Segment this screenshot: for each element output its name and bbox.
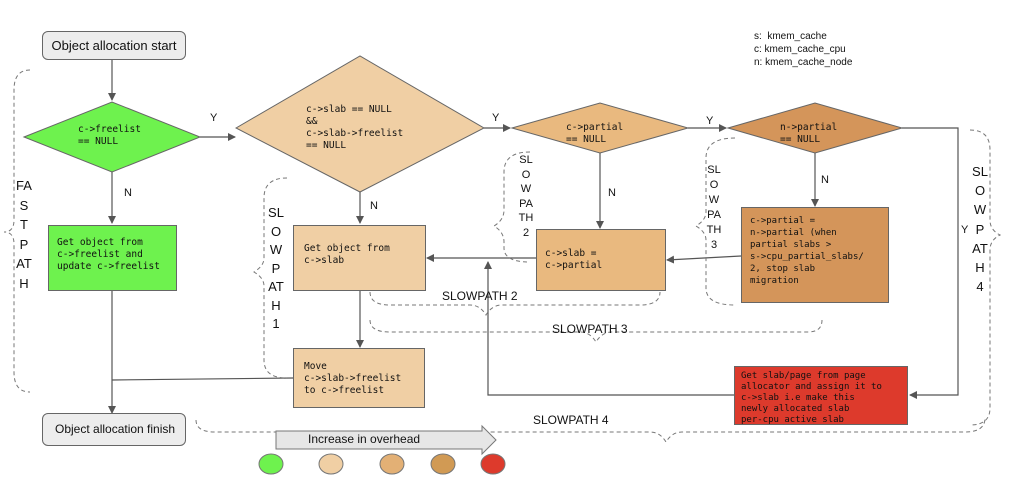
edge-n-partial-yes bbox=[902, 127, 959, 399]
slowpath3-vertical-label: SLOWPATH3 bbox=[706, 164, 722, 251]
legend-s: s: kmem_cache bbox=[754, 31, 827, 42]
overhead-circle-5 bbox=[480, 453, 506, 475]
overhead-circle-4 bbox=[430, 453, 456, 475]
overhead-circle-1 bbox=[258, 453, 284, 475]
legend-n: n: kmem_cache_node bbox=[754, 57, 853, 68]
move-freelist-box: Move c->slab->freelist to c->freelist bbox=[293, 348, 425, 408]
slab-eq-partial-box: c->slab = c->partial bbox=[536, 229, 666, 291]
no-label-1: N bbox=[124, 187, 132, 199]
yes-label-3: Y bbox=[706, 115, 714, 127]
page-alloc-box: Get slab/page from page allocator and as… bbox=[734, 366, 908, 425]
c-partial-check-label: c->partial == NULL bbox=[566, 122, 624, 145]
yes-label-2: Y bbox=[492, 112, 500, 124]
overhead-circle-3 bbox=[379, 453, 405, 475]
fastpath-label: FASTPATH bbox=[16, 178, 32, 291]
no-label-2: N bbox=[370, 200, 378, 212]
c-partial-eq-n-box: c->partial = n->partial (when partial sl… bbox=[741, 207, 889, 303]
get-from-slab-box: Get object from c->slab bbox=[293, 225, 426, 291]
yes-label-1: Y bbox=[210, 112, 218, 124]
slowpath4-vertical-label: SLOWPATH4 bbox=[972, 164, 988, 295]
slowpath3-h-brace bbox=[369, 319, 823, 343]
n-partial-check-label: n->partial == NULL bbox=[780, 122, 838, 145]
slowpath1-brace bbox=[253, 177, 288, 379]
slowpath1-label: SLOWPATH1 bbox=[268, 205, 284, 331]
slowpath3-label: SLOWPATH 3 bbox=[552, 322, 628, 336]
edge-cpartial-to-cslab bbox=[666, 255, 742, 264]
overhead-arrow bbox=[275, 424, 497, 456]
overhead-circle-2 bbox=[318, 453, 344, 475]
fastpath-brace bbox=[3, 69, 31, 393]
slowpath3-v-brace bbox=[695, 137, 736, 306]
freelist-check-label: c->freelist == NULL bbox=[78, 124, 141, 147]
legend-c: c: kmem_cache_cpu bbox=[754, 44, 846, 55]
no-label-4: N bbox=[821, 174, 829, 186]
fast-get-box: Get object from c->freelist and update c… bbox=[48, 225, 177, 291]
yes-label-4: Y bbox=[961, 224, 969, 236]
slowpath2-vertical-label: SLOWPATH2 bbox=[518, 154, 534, 239]
slab-check-label: c->slab == NULL && c->slab->freelist == … bbox=[306, 104, 404, 151]
edge-move-to-finish bbox=[111, 377, 294, 381]
slowpath4-label: SLOWPATH 4 bbox=[533, 413, 609, 427]
slowpath4-v-brace bbox=[969, 129, 1002, 426]
no-label-3: N bbox=[608, 187, 616, 199]
overhead-circles bbox=[258, 453, 506, 475]
slowpath2-h-brace bbox=[369, 291, 661, 316]
slowpath2-v-brace bbox=[493, 151, 531, 263]
finish-node: Object allocation finish bbox=[42, 413, 186, 446]
start-node: Object allocation start bbox=[42, 31, 186, 60]
overhead-label: Increase in overhead bbox=[308, 432, 421, 446]
slowpath2-label: SLOWPATH 2 bbox=[442, 289, 518, 303]
edge-pagealloc-to-get bbox=[484, 261, 734, 396]
slowpath4-h-brace bbox=[195, 417, 986, 443]
